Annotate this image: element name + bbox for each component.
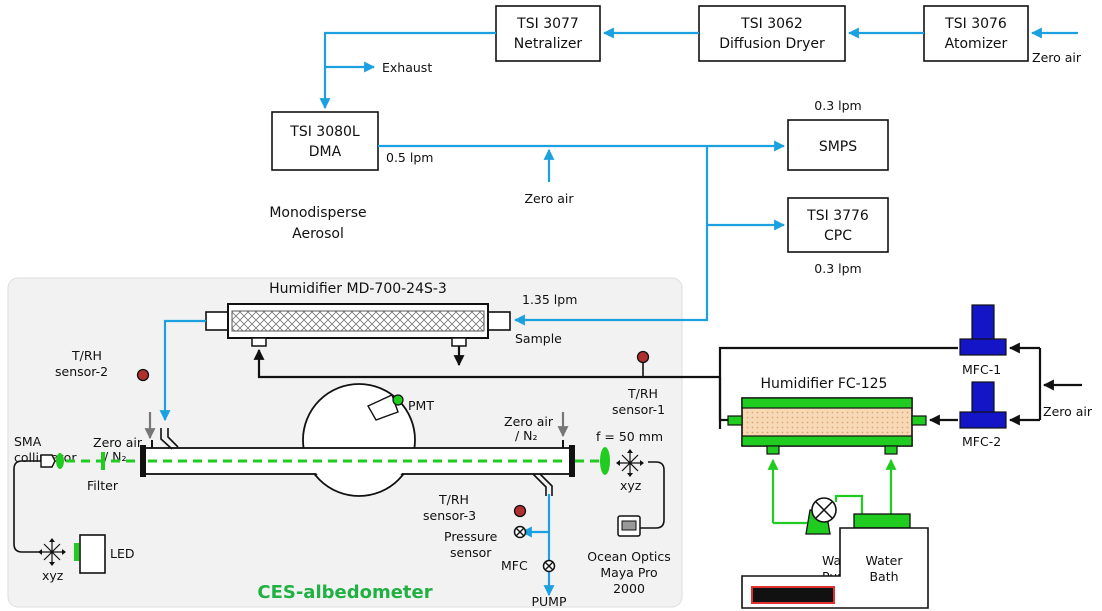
trh3-sensor xyxy=(513,504,527,518)
zero-n2-right-2: / N₂ xyxy=(515,428,538,443)
svg-text:TSI 3076: TSI 3076 xyxy=(944,16,1007,32)
xyz-stage-left-icon xyxy=(38,538,66,566)
trh3-label-2: sensor-3 xyxy=(423,508,476,523)
spectrometer-label: Ocean Optics xyxy=(587,549,671,564)
pressure-label-2: sensor xyxy=(450,545,492,560)
xyz-stage-right-icon xyxy=(616,449,644,477)
svg-text:TSI 3077: TSI 3077 xyxy=(516,16,579,32)
svg-text:Diffusion Dryer: Diffusion Dryer xyxy=(719,36,825,52)
sma-label: SMA xyxy=(14,434,42,449)
water-pump-icon xyxy=(805,497,837,535)
svg-text:SMPS: SMPS xyxy=(819,139,857,155)
sample-label: Sample xyxy=(515,331,562,346)
lens xyxy=(600,447,610,475)
atomizer-box: TSI 3076 Atomizer xyxy=(923,5,1029,62)
zero-air-mid-label: Zero air xyxy=(524,191,574,206)
trh1-label-2: sensor-1 xyxy=(612,402,665,417)
smps-flow-label: 0.3 lpm xyxy=(814,98,861,113)
spectrometer-label-2: Maya Pro xyxy=(600,565,657,580)
led-emitter xyxy=(74,543,79,561)
flow-label-1.35: 1.35 lpm xyxy=(522,292,577,307)
aerosol-label: Aerosol xyxy=(292,226,344,242)
water-bath xyxy=(741,513,929,609)
trh2-label: T/RH xyxy=(71,348,102,363)
panel-title: CES-albedometer xyxy=(257,582,432,603)
svg-text:CPC: CPC xyxy=(824,228,852,244)
trh2-sensor xyxy=(136,368,150,382)
svg-text:Atomizer: Atomizer xyxy=(945,36,1008,52)
trh1-label: T/RH xyxy=(627,386,658,401)
humidifier-fc xyxy=(727,397,927,455)
zero-n2-left: Zero air xyxy=(93,435,143,450)
svg-text:DMA: DMA xyxy=(309,144,342,160)
svg-text:Netralizer: Netralizer xyxy=(514,36,583,52)
svg-text:TSI 3062: TSI 3062 xyxy=(740,16,803,32)
focal-length-label: f = 50 mm xyxy=(596,429,663,444)
neutralizer-box: TSI 3077 Netralizer xyxy=(495,5,601,62)
smps-box: SMPS xyxy=(787,119,889,171)
diffusion-dryer-box: TSI 3062 Diffusion Dryer xyxy=(698,5,846,62)
trh2-label-2: sensor-2 xyxy=(55,364,108,379)
mfc-valve-icon xyxy=(542,559,556,573)
humidifier-fc-label: Humidifier FC-125 xyxy=(761,376,888,392)
mfc-1 xyxy=(959,304,1007,356)
spectrometer xyxy=(617,515,641,537)
svg-text:TSI 3080L: TSI 3080L xyxy=(289,124,360,140)
sma-collimator xyxy=(40,453,64,469)
led-box xyxy=(79,534,106,574)
trh3-label: T/RH xyxy=(438,492,469,507)
xyz-left-label: xyz xyxy=(42,568,64,583)
spectrometer-label-3: 2000 xyxy=(613,581,645,596)
cpc-flow-label: 0.3 lpm xyxy=(814,261,861,276)
pressure-sensor-icon xyxy=(513,525,527,539)
xyz-right-label: xyz xyxy=(620,478,642,493)
pump-label: PUMP xyxy=(531,594,566,609)
water-bath-label-2: Bath xyxy=(869,569,898,584)
cpc-box: TSI 3776 CPC xyxy=(787,197,889,253)
mfc-1-label: MFC-1 xyxy=(962,362,1001,377)
dma-box: TSI 3080L DMA xyxy=(271,111,379,171)
zero-air-right-label: Zero air xyxy=(1043,404,1093,419)
svg-text:TSI 3776: TSI 3776 xyxy=(806,208,869,224)
pressure-label: Pressure xyxy=(444,529,498,544)
mfc-label: MFC xyxy=(501,558,528,573)
filter-label: Filter xyxy=(87,478,119,493)
zero-n2-left-2: / N₂ xyxy=(104,449,127,464)
led-label: LED xyxy=(110,546,135,561)
filter xyxy=(101,452,105,470)
zero-air-label: Zero air xyxy=(1032,50,1082,65)
monodisperse-label: Monodisperse xyxy=(269,205,366,221)
pmt-label: PMT xyxy=(408,398,434,413)
water-bath-label: Water xyxy=(866,553,904,568)
exhaust-label: Exhaust xyxy=(382,60,432,75)
mfc-2 xyxy=(959,381,1007,429)
mfc-2-label: MFC-2 xyxy=(962,434,1001,449)
zero-n2-right: Zero air xyxy=(504,414,554,429)
pmt xyxy=(367,394,404,421)
flow-label-0.5: 0.5 lpm xyxy=(386,150,433,165)
trh1-sensor xyxy=(636,350,650,364)
humidifier-md xyxy=(205,303,511,347)
humidifier-md-label: Humidifier MD-700-24S-3 xyxy=(269,281,447,297)
